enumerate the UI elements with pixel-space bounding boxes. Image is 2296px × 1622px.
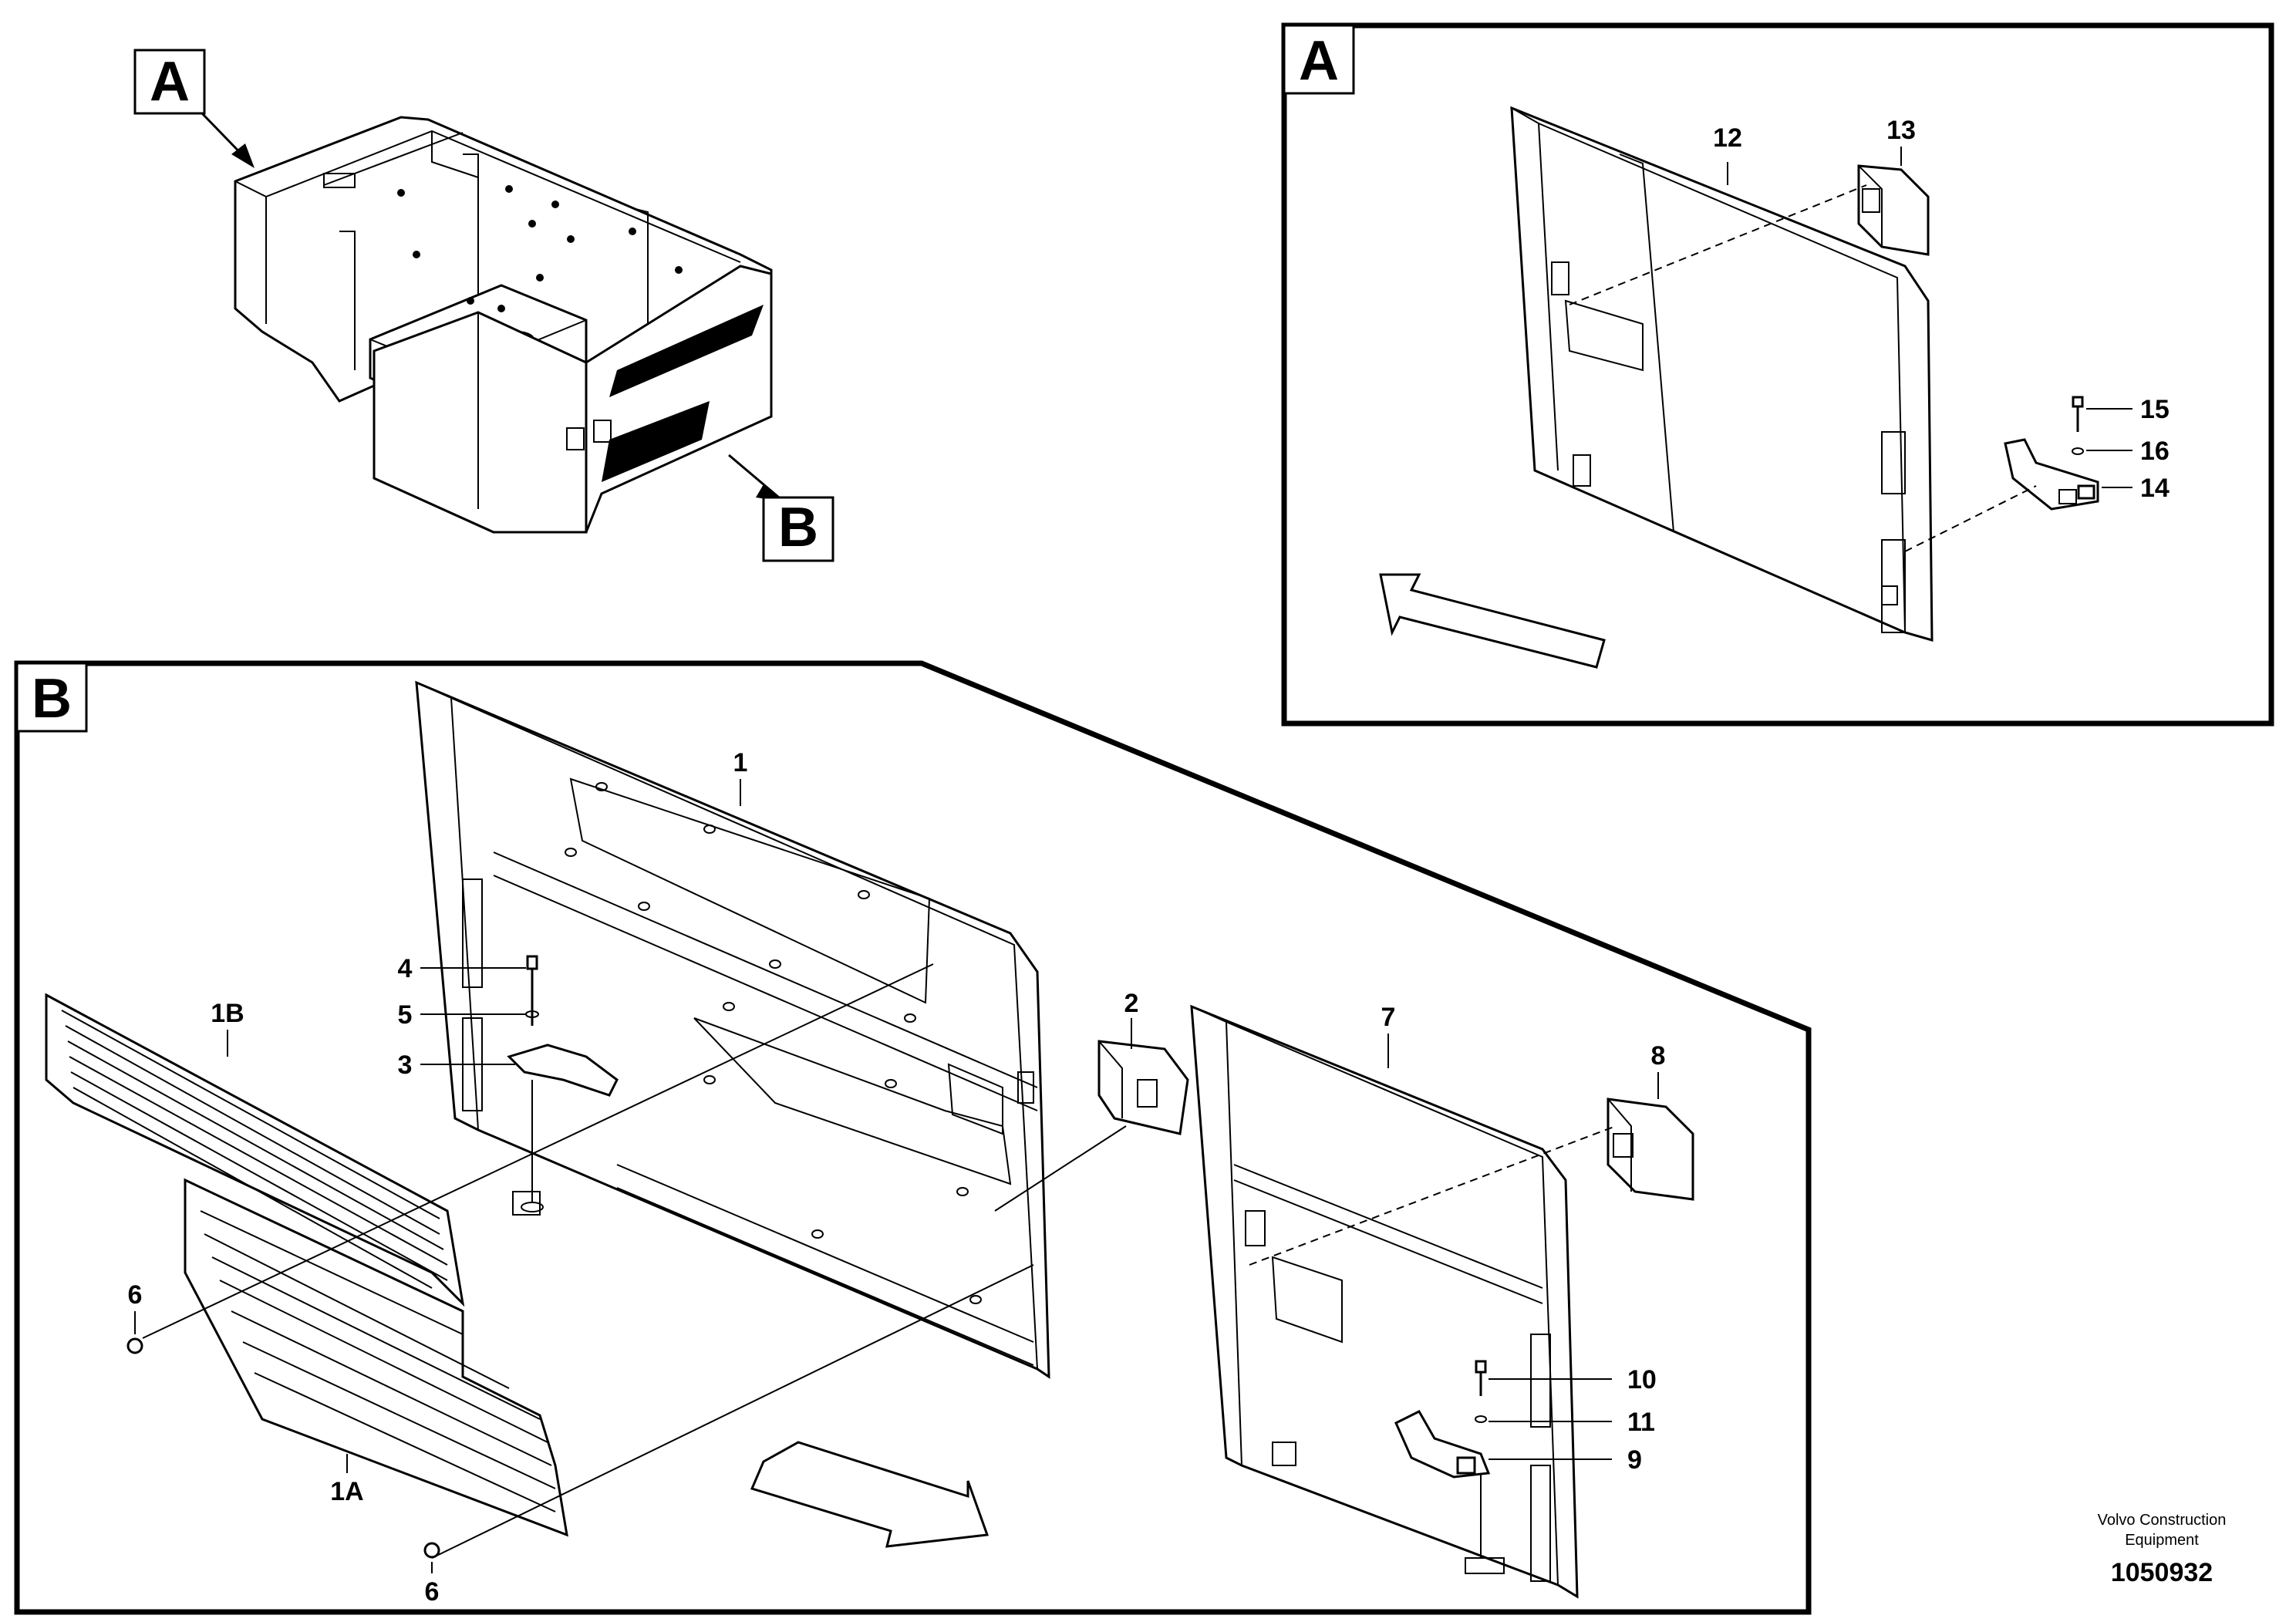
- label-12: 12: [1713, 123, 1742, 153]
- label-8: 8: [1651, 1041, 1666, 1071]
- detail-b-view: B: [14, 660, 1812, 1615]
- grille-1B-holes: [61, 1010, 448, 1289]
- nut-6-b: [423, 1542, 440, 1559]
- label-7: 7: [1381, 1003, 1396, 1032]
- lock-13: [1857, 164, 1930, 256]
- callout-box-b: [762, 496, 834, 562]
- label-2: 2: [1124, 989, 1139, 1018]
- label-13: 13: [1886, 116, 1916, 145]
- latch-3: [507, 1044, 619, 1097]
- direction-arrow-b: [750, 1441, 990, 1548]
- detail-a-frame: [1281, 22, 2274, 727]
- label-16: 16: [2140, 437, 2170, 466]
- detail-b-letter: B: [32, 668, 72, 730]
- door-panel-12: [1510, 106, 1934, 642]
- label-4: 4: [398, 954, 413, 983]
- detail-a-letter: A: [1299, 30, 1339, 92]
- callout-letter-b: B: [778, 497, 818, 558]
- label-9: 9: [1627, 1445, 1642, 1475]
- direction-arrow-a: [1379, 573, 1606, 669]
- label-1A: 1A: [330, 1477, 363, 1506]
- label-5: 5: [398, 1000, 413, 1030]
- detail-a-tag: [1283, 24, 1355, 95]
- detail-b-tag: [15, 662, 88, 733]
- label-11: 11: [1627, 1408, 1655, 1437]
- label-6-a: 6: [128, 1280, 143, 1310]
- footer: Volvo Construction Equipment 1050932: [2098, 1512, 2227, 1587]
- label-15: 15: [2140, 395, 2170, 424]
- callout-letter-a: A: [150, 51, 190, 113]
- grille-1A-holes: [200, 1210, 556, 1512]
- brand-line-2: Equipment: [2125, 1532, 2199, 1549]
- detail-a-view: A 12 13 15 16: [1281, 22, 2274, 727]
- lock-2: [1097, 1040, 1189, 1135]
- machine-overview: A B: [133, 49, 834, 562]
- label-1: 1: [733, 748, 748, 777]
- label-10: 10: [1627, 1365, 1657, 1394]
- nut-6-a: [126, 1337, 143, 1354]
- door-panel-7: [1190, 1004, 1579, 1599]
- brand-line-1: Volvo Construction: [2098, 1512, 2227, 1529]
- label-1B: 1B: [211, 999, 244, 1028]
- document-number: 1050932: [2111, 1558, 2213, 1587]
- detail-b-frame: [14, 660, 1812, 1615]
- label-3: 3: [398, 1050, 413, 1080]
- callout-box-a: [133, 49, 206, 115]
- label-14: 14: [2140, 474, 2170, 503]
- latch-14: [2004, 438, 2099, 511]
- label-6-b: 6: [425, 1577, 440, 1607]
- door-panel-1: [415, 680, 1050, 1379]
